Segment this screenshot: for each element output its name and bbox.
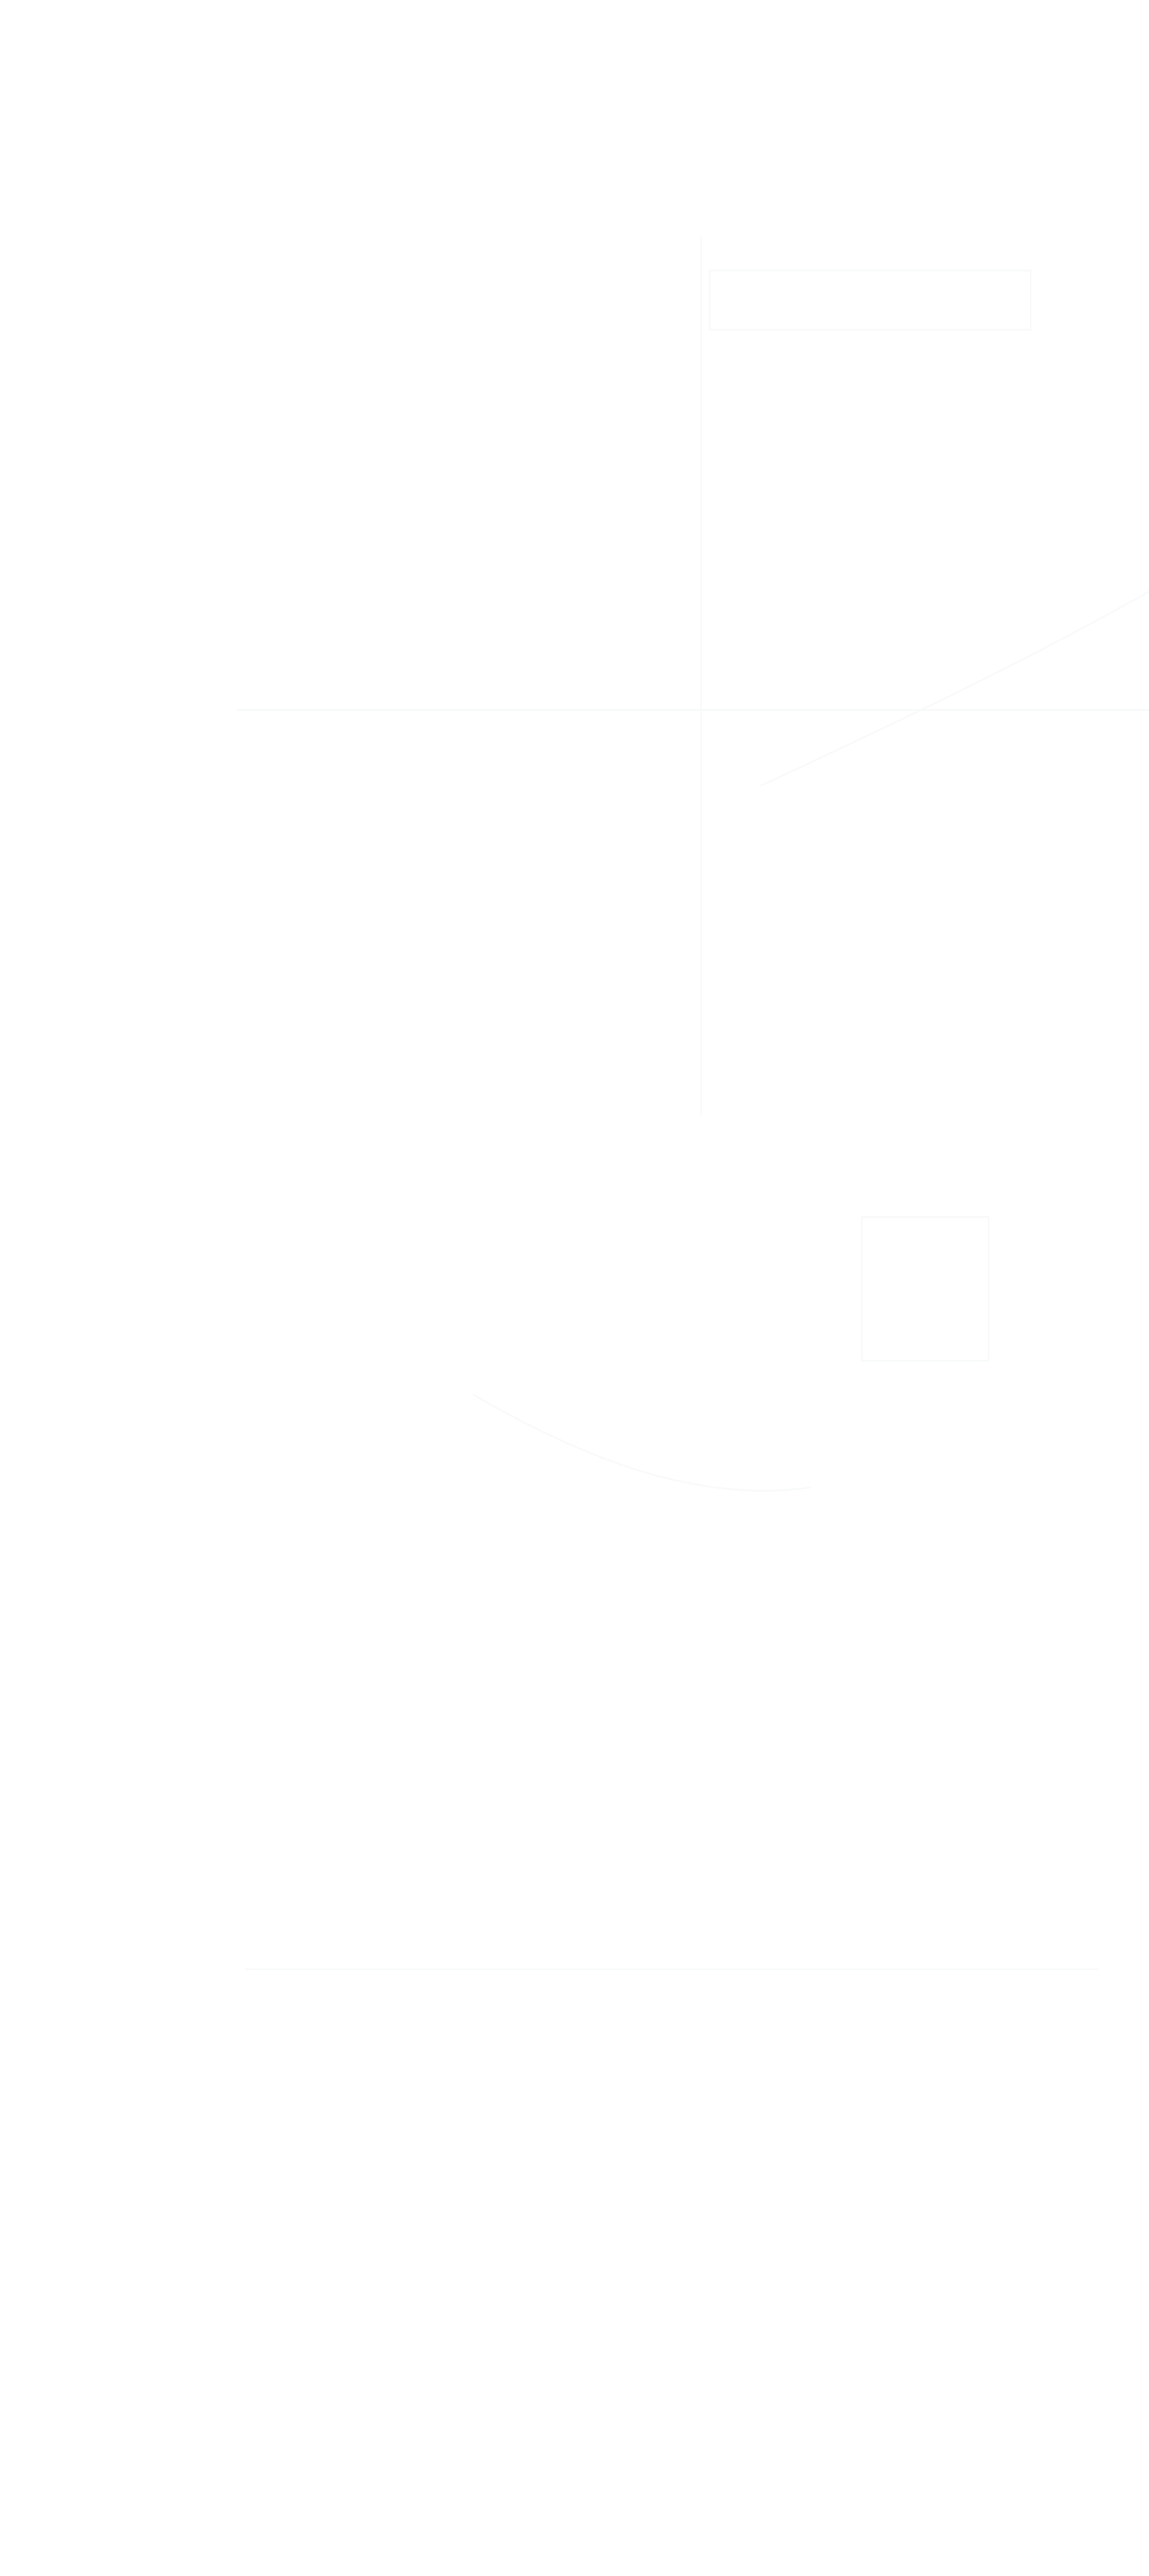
faint-frame-middle: [861, 1216, 989, 1362]
faint-curve-lower: [472, 1394, 812, 1492]
faint-diagonal-stroke: [760, 591, 1149, 787]
faint-frame-top: [709, 270, 1032, 330]
